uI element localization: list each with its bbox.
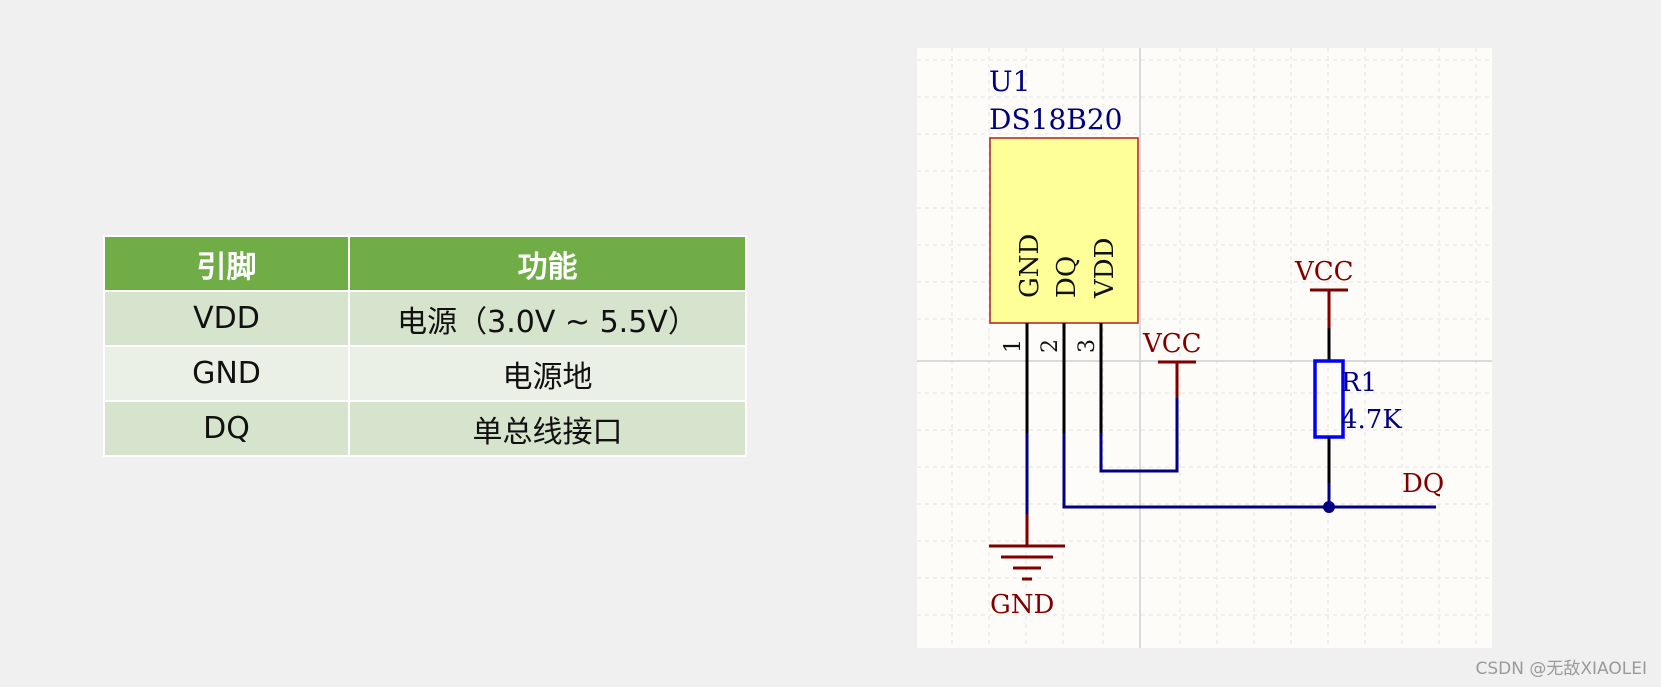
vcc-port-resistor [1310,288,1348,328]
vdd-wire [1099,398,1179,473]
junction-dot [1323,501,1335,513]
pin-number-3: 3 [1075,339,1100,353]
pin-name-dq: DQ [1052,256,1082,298]
function-cell: 电源（3.0V ~ 5.5V） [348,290,747,347]
function-cell: 电源地 [348,345,747,402]
vcc-label-pin3: VCC [1142,329,1202,359]
table-header-row: 引脚 功能 [103,235,747,292]
pin-name-gnd: GND [1015,234,1045,298]
watermark: CSDN @无敌XIAOLEI [1475,659,1647,679]
header-pin: 引脚 [103,235,350,292]
resistor-designator: R1 [1341,368,1377,398]
function-cell: 单总线接口 [348,400,747,457]
resistor-value: 4.7K [1341,405,1402,435]
ground-icon [989,514,1065,581]
vcc-label-resistor: VCC [1294,257,1354,287]
wires [1025,398,1436,514]
pin-number-2: 2 [1038,339,1063,353]
pin-cell: VDD [103,290,350,347]
component-designator: U1 [989,65,1030,98]
schematic-panel: U1 DS18B20 GND DQ VDD 1 2 3 [917,48,1492,648]
component-part-number: DS18B20 [989,103,1122,136]
table-row: DQ 单总线接口 [103,400,747,457]
schematic-svg: U1 DS18B20 GND DQ VDD 1 2 3 [917,48,1492,648]
pin-number-1: 1 [1001,339,1026,353]
resistor-body [1313,359,1345,439]
dq-wire [1062,433,1436,509]
vcc-port-pin3 [1158,360,1196,398]
pin-cell: GND [103,345,350,402]
table-row: VDD 电源（3.0V ~ 5.5V） [103,290,747,347]
header-function: 功能 [348,235,747,292]
chip-body [989,137,1139,324]
schematic-grid [917,48,1492,648]
table-row: GND 电源地 [103,345,747,402]
pin-name-vdd: VDD [1090,238,1120,299]
pin-cell: DQ [103,400,350,457]
ground-label: GND [990,590,1054,620]
pin-function-table: 引脚 功能 VDD 电源（3.0V ~ 5.5V） GND 电源地 DQ 单总线… [103,235,747,457]
dq-net-label: DQ [1402,469,1444,499]
